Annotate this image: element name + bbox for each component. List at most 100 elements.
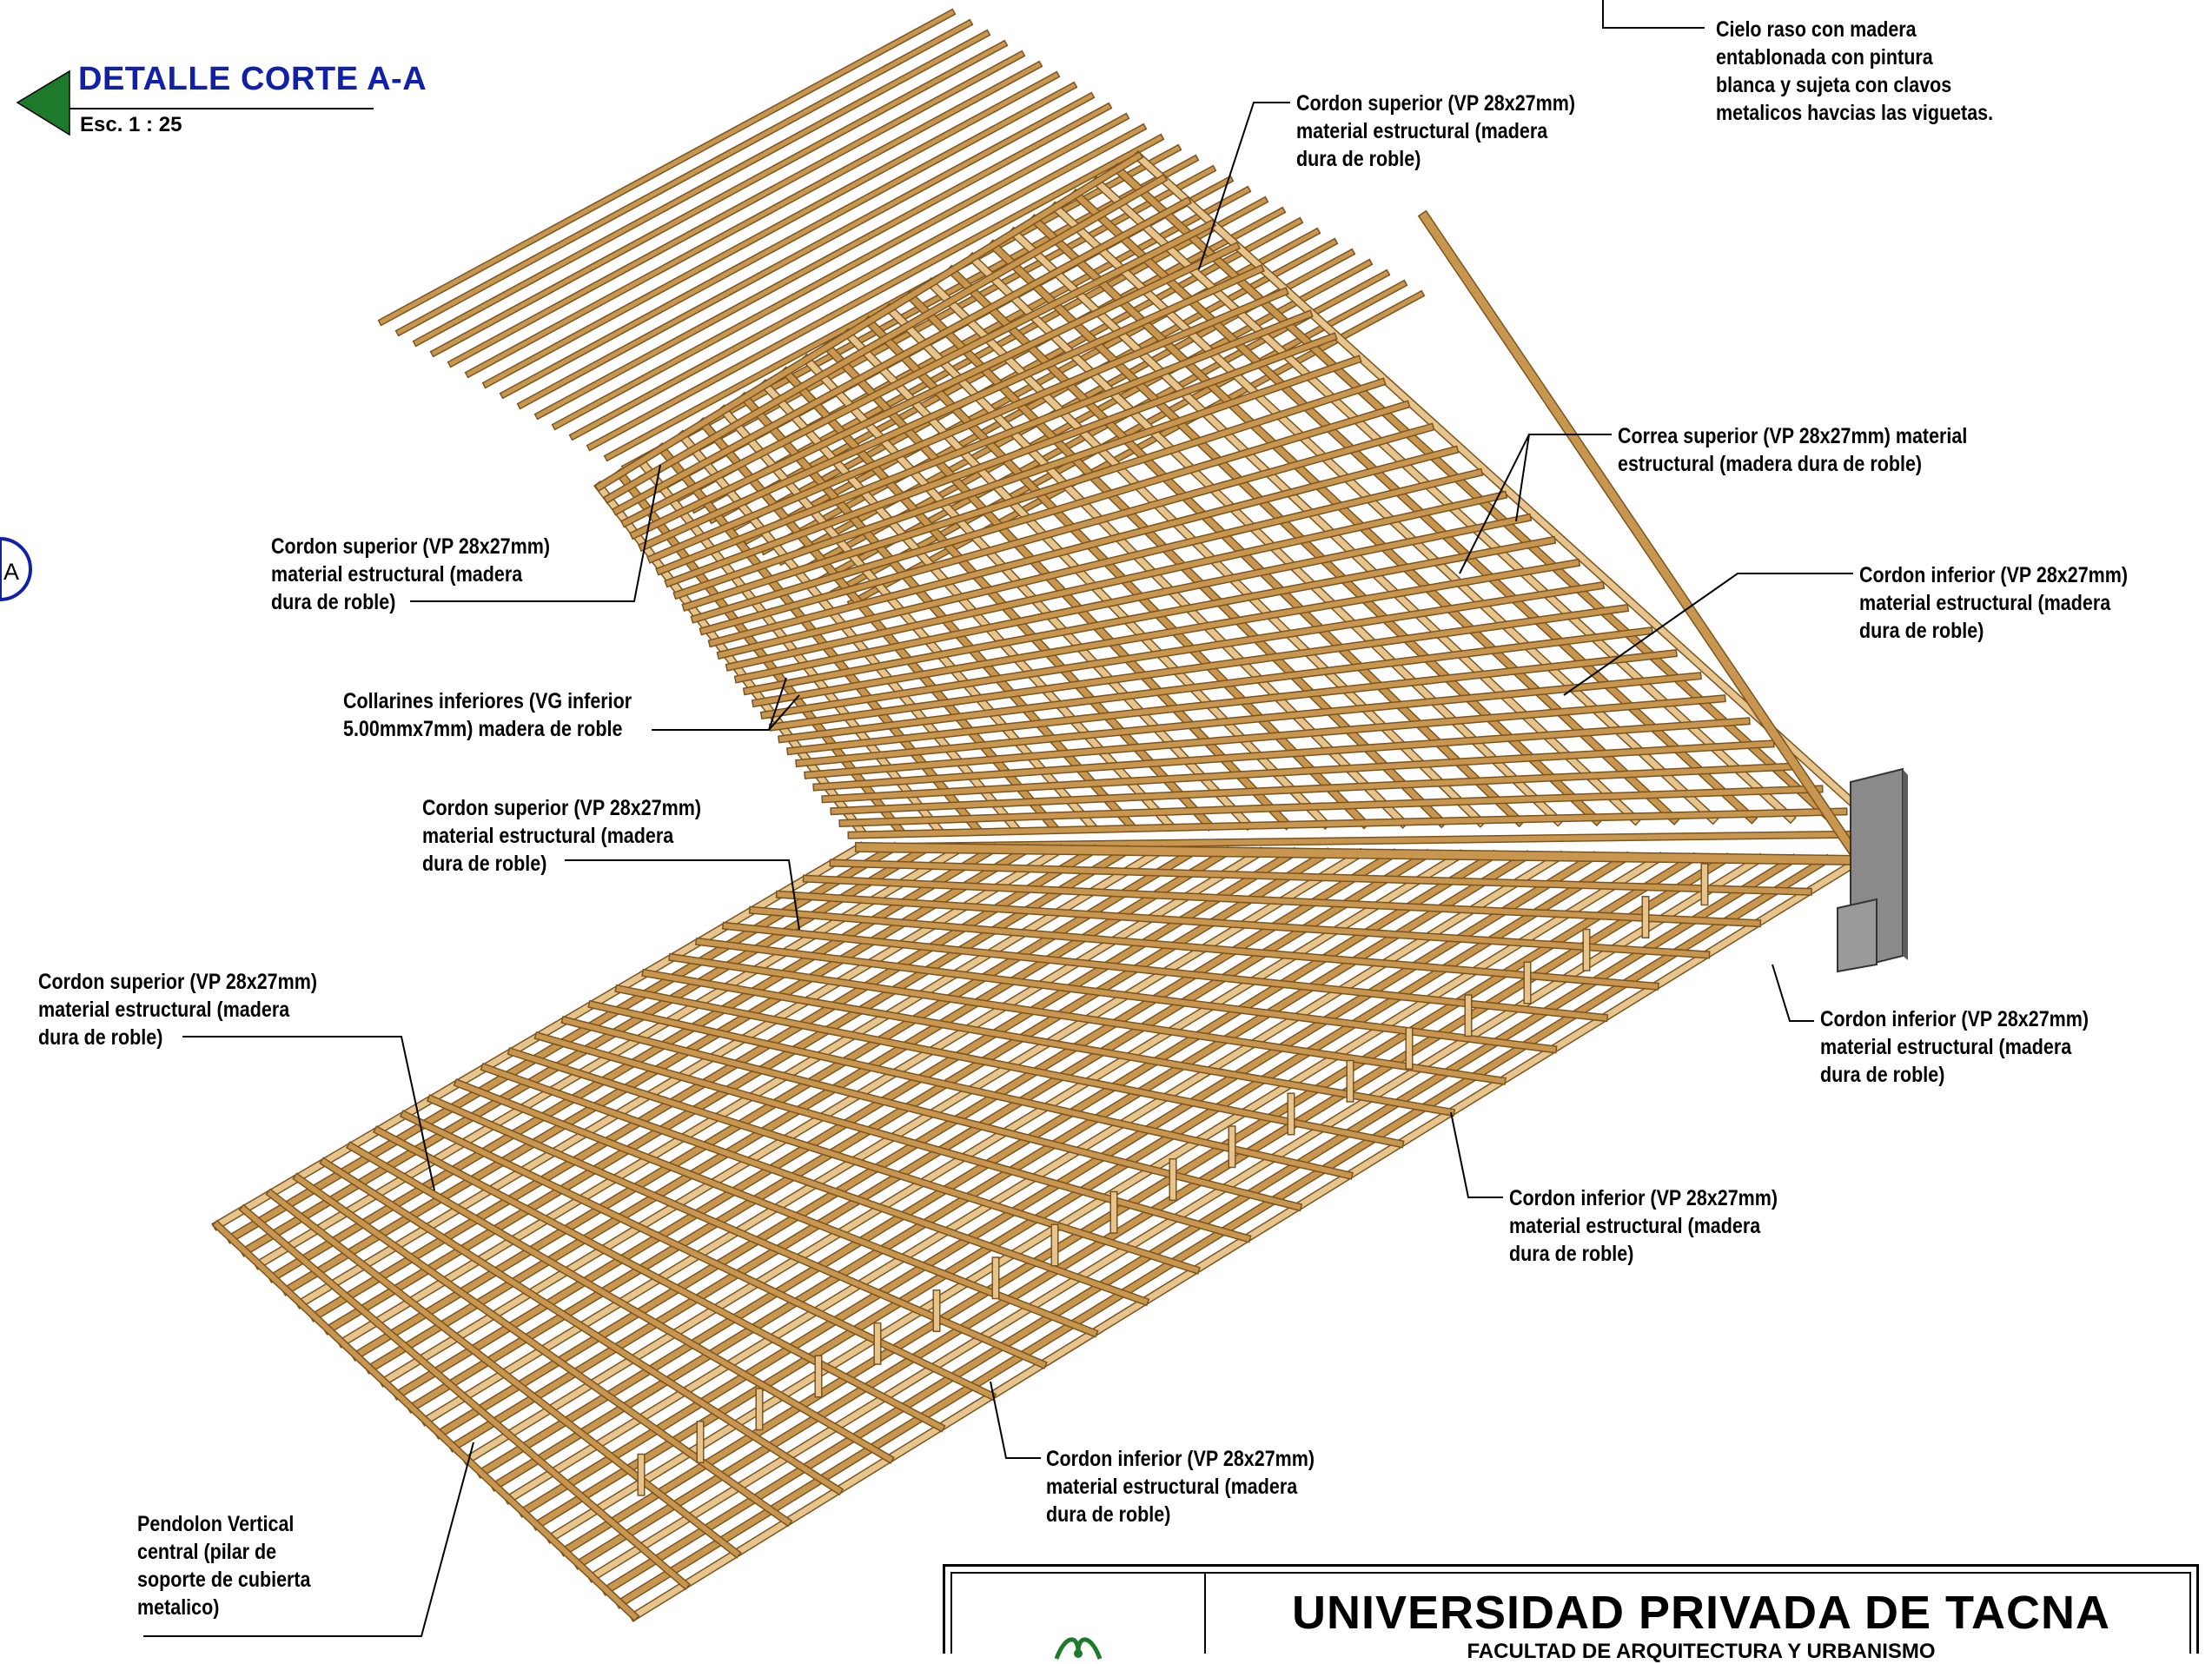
leader-line bbox=[1515, 434, 1530, 522]
annotation-line: 5.00mmx7mm) madera de roble bbox=[343, 717, 623, 741]
annotation-line: soporte de cubierta bbox=[137, 1568, 311, 1592]
annotation-line: Correa superior (VP 28x27mm) material bbox=[1618, 424, 1968, 448]
purlin bbox=[759, 580, 1606, 719]
ceiling-slat bbox=[533, 102, 1113, 421]
purlin bbox=[707, 445, 1460, 648]
cross-beam bbox=[238, 1203, 692, 1591]
annotation-cordon-sup-4: Cordon superior (VP 28x27mm) material est… bbox=[38, 968, 317, 1051]
annotation-line: material estructural (madera bbox=[422, 824, 674, 848]
cross-beam bbox=[748, 905, 1659, 991]
purlin bbox=[699, 422, 1435, 636]
annotation-line: Cordon superior (VP 28x27mm) bbox=[422, 796, 702, 820]
title-block-divider bbox=[1204, 1574, 1206, 1654]
cross-beam bbox=[507, 1046, 1201, 1275]
cross-beam bbox=[399, 1110, 997, 1402]
annotation-line: dura de roble) bbox=[1509, 1242, 1634, 1266]
leader-line bbox=[410, 464, 661, 602]
annotation-line: Cordon inferior (VP 28x27mm) bbox=[1859, 563, 2129, 587]
ceiling-slat bbox=[394, 18, 974, 337]
leader-line bbox=[143, 1442, 474, 1637]
purlin bbox=[838, 785, 1824, 827]
purlin bbox=[664, 332, 1338, 588]
annotation-line: Collarines inferiores (VG inferior bbox=[343, 689, 632, 713]
leader-line bbox=[1772, 964, 1814, 1022]
purlin bbox=[830, 762, 1799, 816]
annotation-line: Cordon superior (VP 28x27mm) bbox=[271, 534, 551, 559]
leader-line bbox=[1450, 1111, 1503, 1198]
university-logo-icon bbox=[1054, 1637, 1103, 1660]
annotation-line: dura de roble) bbox=[271, 590, 396, 614]
purlin bbox=[646, 287, 1289, 564]
ceiling-slat bbox=[429, 39, 1009, 358]
annotation-line: Cordon superior (VP 28x27mm) bbox=[1296, 91, 1576, 116]
purlin bbox=[804, 694, 1726, 779]
annotation-line: central (pilar de bbox=[137, 1540, 277, 1564]
ceiling-slat bbox=[412, 29, 991, 348]
purlin bbox=[681, 377, 1387, 612]
annotation-line: entablonada con pintura bbox=[1716, 45, 1933, 70]
cross-beam bbox=[775, 890, 1711, 959]
ceiling-slat bbox=[551, 112, 1130, 431]
ceiling-slat bbox=[586, 133, 1165, 452]
annotation-line: material estructural (madera bbox=[38, 998, 290, 1022]
purlin bbox=[602, 173, 1169, 504]
purlin bbox=[812, 717, 1751, 792]
annotation-line: blanca y sujeta con clavos bbox=[1716, 73, 1952, 97]
cross-beam bbox=[641, 968, 1456, 1117]
annotation-line: dura de roble) bbox=[1046, 1502, 1171, 1527]
cross-beam bbox=[721, 921, 1609, 1023]
faculty-name: FACULTAD DE ARQUITECTURA Y URBANISMO bbox=[1467, 1640, 1936, 1663]
annotation-cordon-sup-1: Cordon superior (VP 28x27mm) material est… bbox=[1296, 89, 1575, 173]
cross-beam bbox=[319, 1157, 844, 1496]
ceiling-slat bbox=[377, 8, 957, 327]
ceiling-slat bbox=[516, 91, 1096, 410]
section-marker-shape bbox=[0, 536, 32, 602]
purlin bbox=[768, 603, 1630, 732]
top-chord bbox=[1417, 209, 1867, 868]
detail-scale: Esc. 1 : 25 bbox=[80, 113, 182, 136]
cross-beam bbox=[372, 1125, 946, 1433]
annotation-cordon-inf-2: Cordon inferior (VP 28x27mm)material est… bbox=[1820, 1005, 2089, 1089]
title-block-frame: UNIVERSIDAD PRIVADA DE TACNA FACULTAD DE… bbox=[950, 1572, 2191, 1663]
support-column bbox=[1837, 767, 1908, 973]
cross-beam bbox=[802, 874, 1762, 928]
annotation-line: Cordon superior (VP 28x27mm) bbox=[38, 970, 318, 994]
lower-roof-grid bbox=[211, 841, 1865, 1622]
annotation-cordon-sup-2: Cordon superior (VP 28x27mm) material est… bbox=[271, 533, 550, 616]
cross-beam bbox=[292, 1172, 793, 1528]
purlin bbox=[672, 355, 1362, 600]
leader-line bbox=[1198, 102, 1290, 270]
purlin bbox=[655, 309, 1314, 576]
annotation-cordon-sup-3: Cordon superior (VP 28x27mm) material est… bbox=[422, 794, 701, 878]
annotation-line: Pendolon Vertical bbox=[137, 1512, 295, 1536]
annotation-cordon-inf-3: Cordon inferior (VP 28x27mm)material est… bbox=[1509, 1184, 1778, 1268]
cross-beam bbox=[480, 1063, 1150, 1307]
leader-line bbox=[990, 1381, 1041, 1459]
purlin bbox=[593, 150, 1144, 493]
title-block: UNIVERSIDAD PRIVADA DE TACNA FACULTAD DE… bbox=[943, 1564, 2199, 1663]
annotation-cordon-inf-4: Cordon inferior (VP 28x27mm)material est… bbox=[1046, 1445, 1315, 1528]
section-marker-letter: A bbox=[3, 559, 20, 585]
leader-line bbox=[1602, 0, 1705, 29]
ceiling-slat bbox=[464, 60, 1043, 379]
purlin bbox=[619, 218, 1217, 528]
annotation-line: dura de roble) bbox=[422, 852, 547, 876]
annotation-line: material estructural (madera bbox=[1046, 1475, 1298, 1499]
leader-line bbox=[565, 859, 800, 931]
annotation-line: Cordon inferior (VP 28x27mm) bbox=[1820, 1007, 2089, 1031]
purlin bbox=[611, 196, 1193, 516]
leader-line bbox=[182, 1036, 435, 1191]
annotation-line: material estructural (madera bbox=[1509, 1214, 1761, 1238]
ceiling-slat bbox=[499, 81, 1078, 400]
purlin bbox=[733, 513, 1533, 684]
annotation-line: material estructural (madera bbox=[1296, 119, 1548, 143]
cross-beam bbox=[211, 1219, 640, 1622]
cross-beam bbox=[829, 859, 1812, 896]
upper-roof-grid bbox=[593, 149, 1875, 868]
annotation-line: material estructural (madera bbox=[271, 562, 523, 587]
purlin bbox=[777, 626, 1654, 744]
purlin bbox=[638, 264, 1265, 553]
purlin bbox=[786, 649, 1678, 756]
